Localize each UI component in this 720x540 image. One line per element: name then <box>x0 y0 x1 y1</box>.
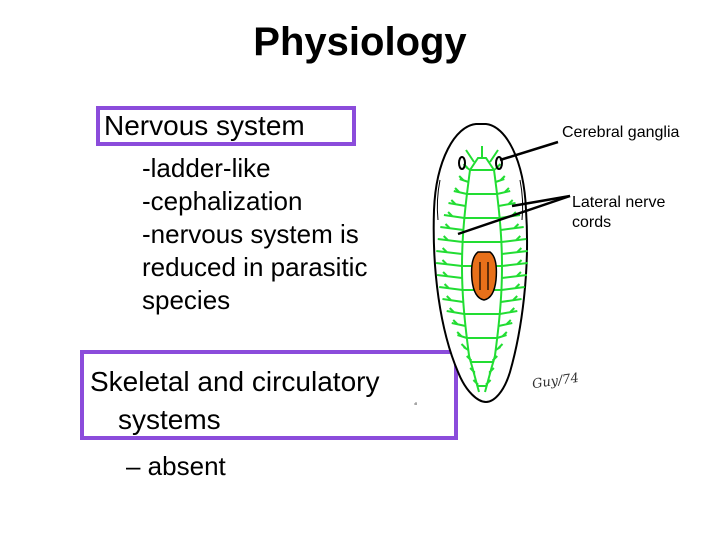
list-item: -cephalization <box>142 186 303 216</box>
skeletal-heading-line1: Skeletal and circulatory <box>90 366 380 397</box>
skeletal-heading-line2: systems <box>118 404 221 435</box>
nervous-system-list: -ladder-like -cephalization -nervous sys… <box>142 152 367 317</box>
pharynx <box>470 251 498 301</box>
label-lateral-line1: Lateral nerve <box>572 194 666 211</box>
label-lateral-nerve-cords: Lateral nerve cords <box>572 193 665 233</box>
slide-title: Physiology <box>253 20 467 64</box>
label-cerebral-ganglia: Cerebral ganglia <box>562 124 680 141</box>
nervous-system-heading: Nervous system <box>104 110 305 141</box>
label-lateral-line2: cords <box>572 214 612 231</box>
pointer-cerebral <box>499 140 559 162</box>
skeletal-box <box>80 350 458 440</box>
pointer-lateral-2 <box>457 194 571 236</box>
list-item: -nervous system is <box>142 219 359 249</box>
list-item: reduced in parasitic <box>142 252 368 282</box>
list-item: -ladder-like <box>142 153 271 183</box>
nerve-network <box>435 146 529 393</box>
list-item: species <box>142 285 231 315</box>
skeletal-sub: – absent <box>126 451 226 481</box>
eyespot-left <box>458 156 466 170</box>
eyespot-right <box>495 156 503 170</box>
nervous-system-box <box>96 106 356 146</box>
pointer-lateral-1 <box>511 194 571 208</box>
